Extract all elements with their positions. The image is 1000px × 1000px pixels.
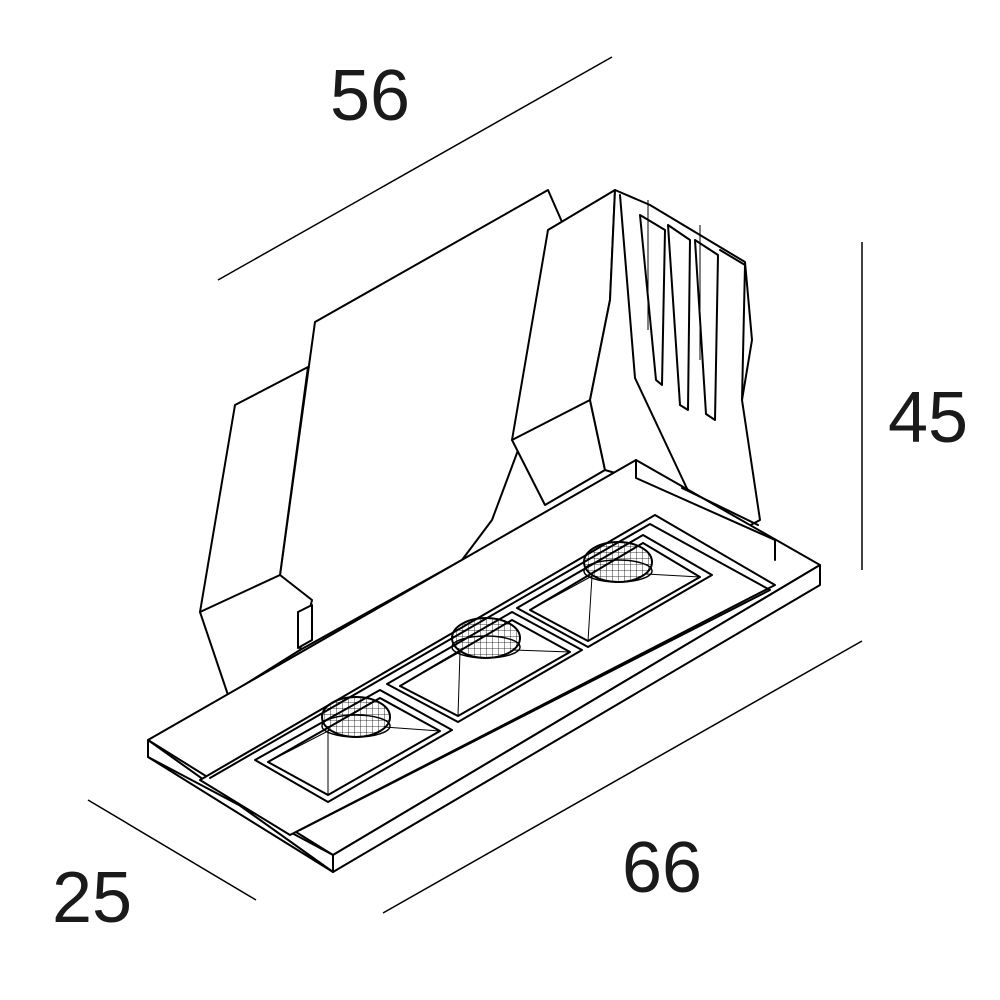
depth-25-dimension-line — [87, 799, 257, 901]
length-66-dimension-line — [382, 640, 863, 914]
dimension-label-top: 56 — [330, 56, 410, 136]
dimension-label-bottom: 66 — [622, 828, 702, 908]
led-lens-icon — [451, 617, 521, 659]
dimension-lines — [87, 56, 863, 914]
led-lens-icon — [583, 541, 653, 583]
width-56-dimension-line — [217, 56, 613, 281]
luminaire-housing — [199, 189, 761, 696]
led-lens-icon — [321, 696, 391, 738]
lens-cell-1 — [254, 689, 453, 803]
dimension-label-left: 25 — [52, 858, 132, 938]
lens-cell-2 — [386, 611, 583, 723]
lens-cells — [254, 534, 713, 803]
trim-front-edge — [147, 739, 334, 873]
dimension-label-right: 45 — [888, 378, 968, 458]
lens-cell-3 — [516, 534, 713, 648]
trim-back-ledge — [635, 459, 776, 561]
